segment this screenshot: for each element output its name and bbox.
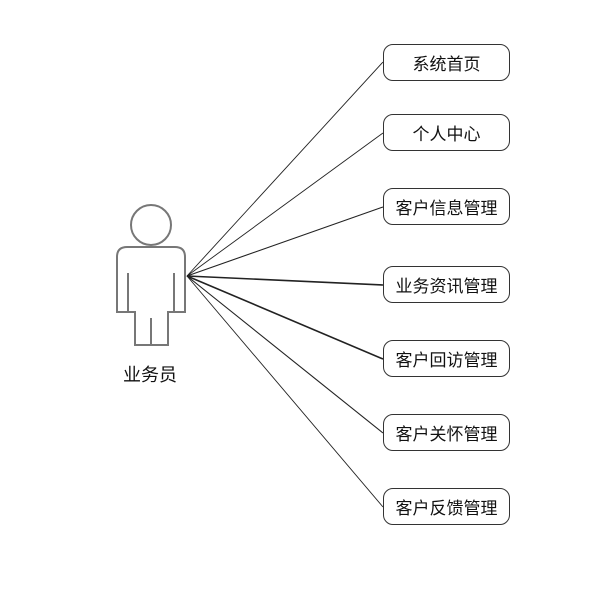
use-case-profile: 个人中心: [383, 114, 510, 151]
association-line: [186, 275, 384, 360]
use-case-customer-feedback: 客户反馈管理: [383, 488, 510, 525]
actor-head: [130, 204, 172, 246]
use-case-label: 业务资讯管理: [395, 277, 498, 297]
association-line: [186, 275, 384, 286]
association-line: [186, 61, 384, 277]
association-line: [186, 275, 384, 508]
association-line: [186, 132, 384, 277]
use-case-customer-info: 客户信息管理: [383, 188, 510, 225]
actor-label: 业务员: [123, 365, 177, 386]
association-line: [186, 275, 384, 434]
use-case-label: 客户关怀管理: [395, 425, 498, 445]
use-case-customer-revisit: 客户回访管理: [383, 340, 510, 377]
person-icon: [116, 204, 186, 346]
use-case-label: 客户反馈管理: [395, 499, 498, 519]
use-case-label: 系统首页: [412, 55, 481, 75]
use-case-label: 客户回访管理: [395, 351, 498, 371]
actor-body: [116, 246, 186, 346]
use-case-label: 个人中心: [412, 125, 481, 145]
use-case-customer-care: 客户关怀管理: [383, 414, 510, 451]
use-case-business-news: 业务资讯管理: [383, 266, 510, 303]
association-line: [186, 206, 384, 277]
use-case-home: 系统首页: [383, 44, 510, 81]
use-case-label: 客户信息管理: [395, 199, 498, 219]
association-lines: [186, 61, 384, 508]
